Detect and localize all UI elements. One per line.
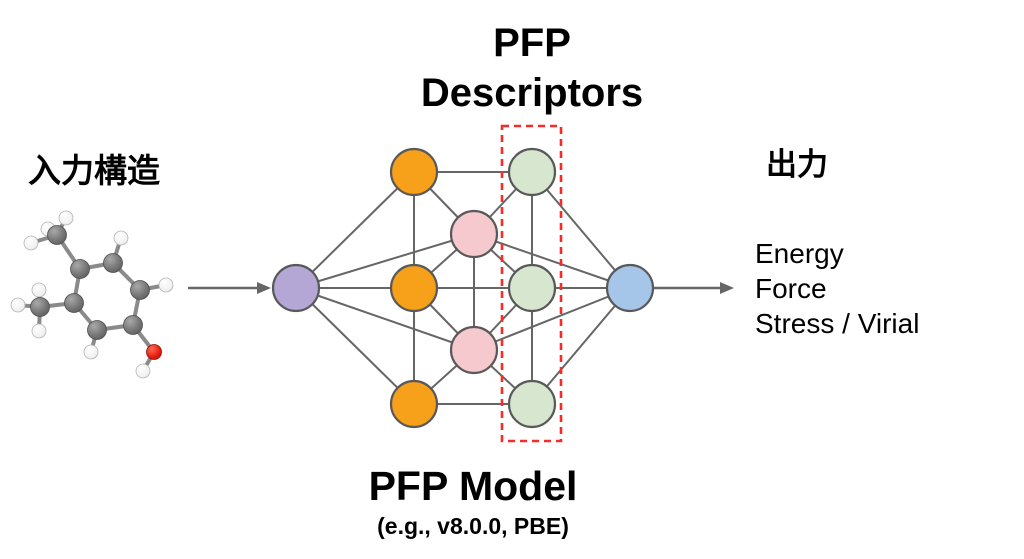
outputs-list: Energy Force Stress / Virial [755, 236, 919, 341]
atom-c [64, 293, 84, 313]
atom-c [30, 297, 50, 317]
atom-h [83, 344, 99, 360]
network-edge-p1-out [473, 233, 631, 289]
descriptors-title: PFP Descriptors [421, 18, 643, 118]
hidden-node-p1 [449, 209, 499, 259]
network-edge-in-o1 [295, 171, 415, 289]
hidden-node-o1 [389, 147, 439, 197]
atom-c [123, 315, 143, 335]
input-structure-label: 入力構造 [28, 152, 160, 189]
output-item-force: Force [755, 273, 827, 304]
input-arrow-head [257, 282, 271, 294]
atom-h [31, 282, 47, 298]
atom-c [103, 253, 123, 273]
descriptor-node-g1 [507, 147, 557, 197]
hidden-node-o2 [389, 263, 439, 313]
hidden-node-p2 [449, 325, 499, 375]
descriptor-highlight-box [500, 124, 563, 443]
input-node-in [271, 263, 321, 313]
network-edge-g3-out [531, 287, 631, 405]
network-edge-in-p2 [295, 287, 475, 351]
atom-h [10, 297, 26, 313]
model-subtitle: (e.g., v8.0.0, PBE) [377, 513, 569, 539]
atom-c [70, 259, 90, 279]
network-edge-in-o3 [295, 287, 415, 405]
model-title: PFP Model [368, 463, 578, 509]
output-label: 出力 [766, 147, 828, 182]
network-edge-g1-out [531, 171, 631, 289]
descriptor-node-g2 [507, 263, 557, 313]
network-edge-p2-out [473, 287, 631, 351]
descriptor-node-g3 [507, 379, 557, 429]
atom-c [47, 225, 67, 245]
atom-h [23, 235, 39, 251]
atom-h [113, 230, 129, 246]
network-edge-in-p1 [295, 233, 475, 289]
descriptors-title-line2: Descriptors [420, 71, 644, 115]
atom-h [158, 277, 174, 293]
atom-c [130, 280, 150, 300]
output-item-stress-virial: Stress / Virial [755, 308, 920, 339]
atom-h [58, 210, 74, 226]
atom-c [87, 320, 107, 340]
hidden-node-o3 [389, 379, 439, 429]
output-node-out [605, 263, 655, 313]
output-arrow-head [720, 282, 734, 294]
descriptors-title-line1: PFP [493, 21, 571, 65]
atom-h [135, 363, 151, 379]
atom-o [146, 344, 162, 360]
output-item-energy: Energy [755, 238, 844, 269]
atom-h [31, 323, 47, 339]
